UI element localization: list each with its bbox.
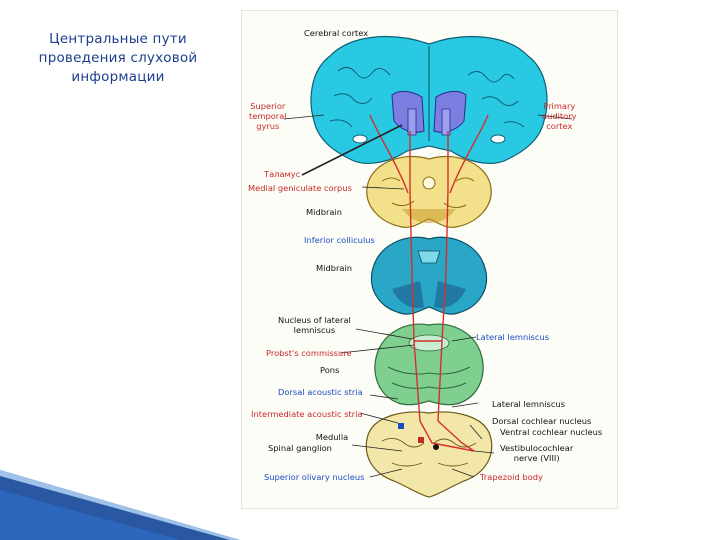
- title-line-3: информации: [71, 69, 165, 85]
- label-nucleus-lateral-lemniscus: Nucleus of lateral lemniscus: [278, 315, 351, 335]
- label-thalamus: Таламус: [264, 169, 301, 179]
- label-trapezoid-body: Trapezoid body: [480, 472, 543, 482]
- leader-lines: [283, 114, 573, 478]
- pons-section: [374, 323, 484, 406]
- label-pons: Pons: [320, 365, 340, 375]
- title-line-2: проведения слуховой: [38, 50, 198, 66]
- label-probst-commissure: Probst's commissure: [266, 348, 352, 358]
- label-medulla: Medulla: [315, 432, 349, 442]
- slide-title: Центральные пути проведения слуховой инф…: [6, 30, 230, 87]
- label-lateral-lemniscus-lower: Lateral lemniscus: [492, 399, 566, 409]
- cortex-section: [310, 35, 548, 164]
- label-dorsal-acoustic-stria: Dorsal acoustic stria: [278, 387, 363, 397]
- label-dorsal-cochlear-nucleus: Dorsal cochlear nucleus: [492, 416, 592, 426]
- label-spinal-ganglion: Spinal ganglion: [268, 443, 332, 453]
- label-inferior-colliculus: Inferior colliculus: [304, 235, 375, 245]
- label-vestibulocochlear-nerve: Vestibulocochlear nerve (VIII): [500, 443, 574, 463]
- midbrain-lower-section: [370, 236, 488, 315]
- auditory-pathway-lines: [369, 114, 489, 452]
- title-line-1: Центральные пути: [49, 31, 187, 47]
- corner-decoration: [0, 470, 240, 540]
- label-ventral-cochlear-nucleus: Ventral cochlear nucleus: [500, 427, 603, 437]
- label-intermediate-acoustic-stria: Intermediate acoustic stria: [251, 409, 363, 419]
- medulla-section: [365, 411, 493, 498]
- label-midbrain-upper: Midbrain: [306, 207, 343, 217]
- label-superior-olivary-nucleus: Superior olivary nucleus: [264, 472, 365, 482]
- midbrain-upper-section: [366, 155, 492, 228]
- pathway-illustration: [283, 35, 573, 498]
- label-superior-temporal-gyrus: Superior temporal gyrus: [249, 101, 287, 131]
- label-primary-auditory-cortex: Primary auditory cortex: [542, 101, 577, 131]
- label-midbrain-lower: Midbrain: [316, 263, 353, 273]
- label-lateral-lemniscus-upper: Lateral lemniscus: [476, 332, 550, 342]
- label-cerebral-cortex: Cerebral cortex: [304, 28, 369, 38]
- label-medial-geniculate: Medial geniculate corpus: [248, 183, 352, 193]
- auditory-pathway-figure: Cerebral cortex Superior temporal gyrus …: [241, 10, 618, 509]
